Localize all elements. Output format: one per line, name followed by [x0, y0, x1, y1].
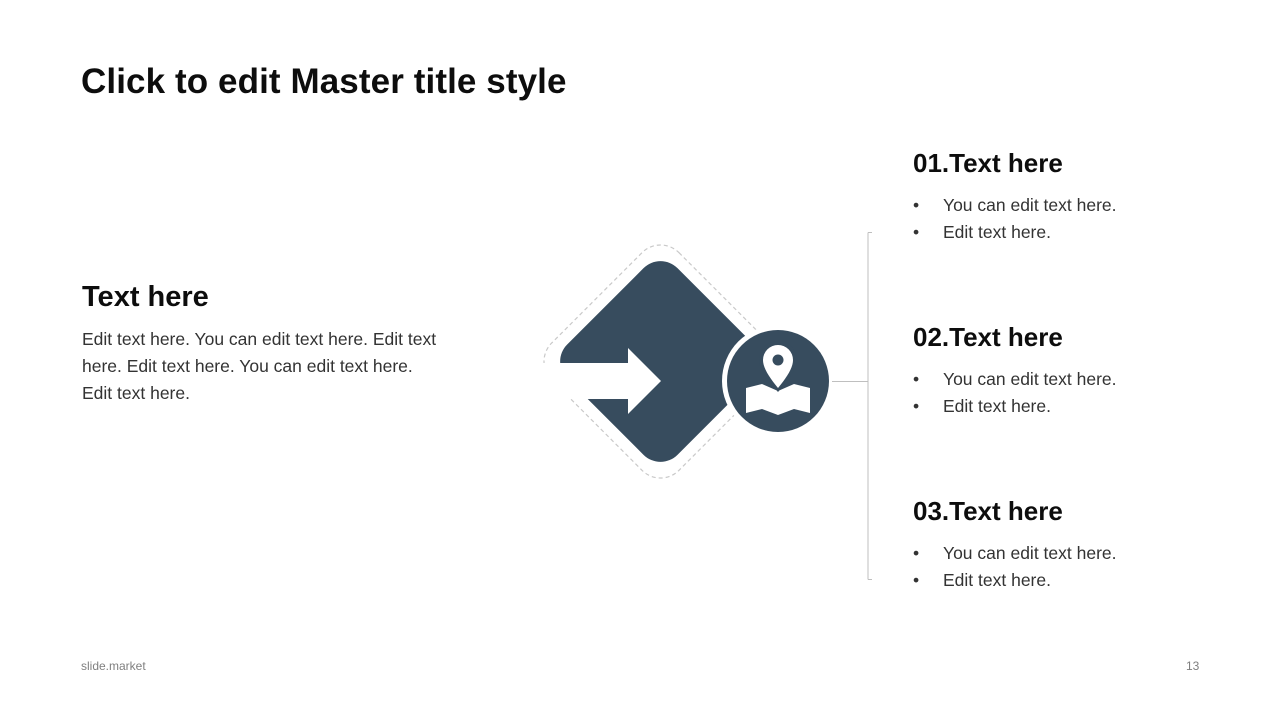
- slide-title[interactable]: Click to edit Master title style: [81, 62, 567, 101]
- bullet-text: Edit text here.: [943, 396, 1051, 416]
- item-bullet-list: • You can edit text here. • Edit text here…: [913, 540, 1213, 594]
- item-bullet-list: • You can edit text here. • Edit text here…: [913, 366, 1213, 420]
- bullet-glyph: •: [913, 222, 920, 242]
- left-text-block: Text here Edit text here. You can edit t…: [82, 280, 442, 407]
- bullet-item[interactable]: • Edit text here.: [913, 567, 1213, 594]
- bullet-item[interactable]: • You can edit text here.: [913, 540, 1213, 567]
- bullet-glyph: •: [913, 195, 920, 215]
- item-3: 03.Text here • You can edit text here. • E…: [913, 496, 1213, 594]
- item-1: 01.Text here • You can edit text here. • E…: [913, 148, 1213, 246]
- footer-brand: slide.market: [81, 659, 146, 673]
- item-bullet-list: • You can edit text here. • Edit text here…: [913, 192, 1213, 246]
- bullet-item[interactable]: • You can edit text here.: [913, 192, 1213, 219]
- bullet-item[interactable]: • You can edit text here.: [913, 366, 1213, 393]
- page-number: 13: [1186, 659, 1200, 673]
- bullet-text: You can edit text here.: [943, 543, 1117, 563]
- item-2: 02.Text here • You can edit text here. • E…: [913, 322, 1213, 420]
- map-pin-icon: [746, 341, 810, 415]
- bullet-item[interactable]: • Edit text here.: [913, 393, 1213, 420]
- bullet-glyph: •: [913, 396, 920, 416]
- item-title[interactable]: 01.Text here: [913, 148, 1063, 178]
- connector-lines: [832, 232, 872, 580]
- left-heading[interactable]: Text here: [82, 281, 209, 313]
- bullet-text: You can edit text here.: [943, 195, 1117, 215]
- arrow-right-icon: [500, 348, 661, 414]
- item-title[interactable]: 03.Text here: [913, 496, 1063, 526]
- diamond-diagram: [500, 244, 834, 479]
- bullet-glyph: •: [913, 543, 920, 563]
- bullet-text: Edit text here.: [943, 570, 1051, 590]
- bullet-item[interactable]: • Edit text here.: [913, 219, 1213, 246]
- bullet-glyph: •: [913, 369, 920, 389]
- left-body-text[interactable]: Edit text here. You can edit text here. …: [82, 329, 437, 403]
- item-title[interactable]: 02.Text here: [913, 322, 1063, 352]
- bullet-text: You can edit text here.: [943, 369, 1117, 389]
- bullet-glyph: •: [913, 570, 920, 590]
- bullet-text: Edit text here.: [943, 222, 1051, 242]
- dashed-diamond-outline: [543, 244, 778, 479]
- solid-diamond: [560, 261, 761, 462]
